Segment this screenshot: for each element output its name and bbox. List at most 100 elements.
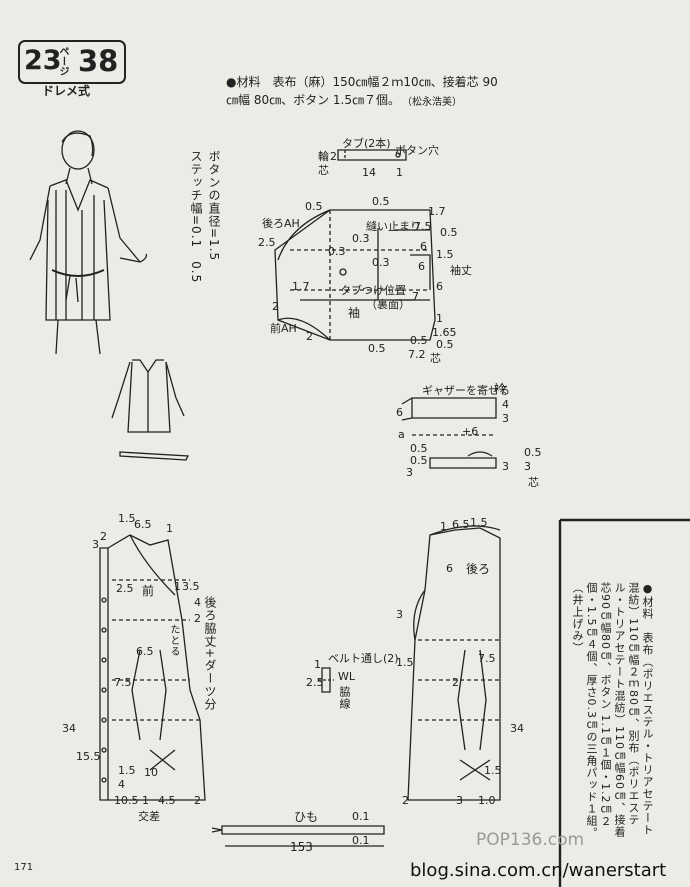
page-badge: 23 ページ 38 (18, 40, 126, 84)
materials-line1: ●材料 表布（麻）150㎝幅２ｍ10㎝、接着芯 90 (226, 75, 498, 89)
front-dim-15: 10 (144, 766, 158, 779)
tab-shin: 芯 (318, 164, 329, 177)
collar-dim-5: 0.5 (410, 442, 428, 455)
model-illustration (29, 130, 148, 355)
back-dim-3: 6 (446, 562, 453, 575)
sleeve-dim-22: 0.5 (436, 338, 454, 351)
back-dim-7: 2 (452, 676, 459, 689)
sleeve-dim-0: 0.5 (305, 200, 323, 213)
tab-dim-1: 1 (396, 166, 403, 179)
sleeve-dim-18: 0.5 (368, 342, 386, 355)
collar-dim-7: 0.5 (524, 446, 542, 459)
front-dim-18: 4.5 (158, 794, 176, 807)
back-dim-10: 2 (402, 794, 409, 807)
collar-dim-2: 6 (396, 406, 403, 419)
materials-line2: ㎝幅 80㎝、ボタン 1.5㎝７個。 (226, 93, 400, 107)
sleeve-dim-2: 1.7 (428, 205, 446, 218)
tab-wa: 輪 (318, 150, 329, 163)
front-dim-4: 2 (100, 530, 107, 543)
back-dim-4: 3 (396, 608, 403, 621)
style-name: ドレメ式 (42, 84, 91, 98)
collar-dim-0: 4 (502, 398, 509, 411)
collar-label: 衿 (494, 382, 507, 396)
tie-dim-01a: 0.1 (352, 810, 370, 823)
belt-loop-side-line: 脇線 (338, 686, 351, 710)
materials-author: （松永浩美） (402, 97, 462, 108)
sleeve-dim-11: 6 (418, 260, 425, 273)
pattern-number: 38 (78, 44, 119, 78)
sleeve-dim-20: 7.2 (408, 348, 426, 361)
back-dim-12: 1.0 (478, 794, 496, 807)
front-dim-7: 3.5 (182, 580, 200, 593)
tab-dim-14: 14 (362, 166, 376, 179)
front-dim-16: 10.5 (114, 794, 139, 807)
front-side-note: 後ろ脇丈+ダーツ分 (203, 596, 217, 712)
stitch-width-note: ステッチ幅=0.1 0.5 (189, 150, 203, 284)
sleeve-dim-9: 6 (420, 240, 427, 253)
collar-dim-8: 3 (406, 466, 413, 479)
front-dim-1: 6.5 (134, 518, 152, 531)
sleeve-shin: 芯 (430, 352, 441, 365)
sleeve-dim-7: 0.3 (328, 245, 346, 258)
sleeve-dim-4: 7.5 (414, 220, 432, 233)
sleeve-tab-position: タブつけ位置 (340, 284, 406, 297)
tab-title: タブ(2本) (342, 137, 391, 150)
sleeve-dim-14: 7 (412, 290, 419, 303)
front-dim-13: 15.5 (76, 750, 101, 763)
sleeve-dim-12: 1.7 (292, 280, 310, 293)
sleeve-dim-8: 0.3 (372, 256, 390, 269)
front-dim-8: 4 (194, 596, 201, 609)
back-dim-9: 1.5 (484, 764, 502, 777)
sleeve-dim-6: 0.5 (440, 226, 458, 239)
sleeve-dim-15: 2 (272, 300, 279, 313)
front-label: 前 (142, 584, 155, 598)
back-dim-5: 1.5 (396, 656, 414, 669)
sleeve-back-ah: 後ろAH (262, 217, 300, 230)
collar-dim-1: 3 (502, 412, 509, 425)
front-dim-3: 3 (92, 538, 99, 551)
tie-dim-01b: 0.1 (352, 834, 370, 847)
belt-loop-wl: WL (338, 670, 356, 683)
collar-dim-10: 3 (524, 460, 531, 473)
sleeve-length: 袖丈 (450, 264, 472, 277)
back-dim-0: 1 (440, 520, 447, 533)
collar-dim-9: 3 (502, 460, 509, 473)
front-dim-9: 2 (194, 612, 201, 625)
front-dim-2: 1 (166, 522, 173, 535)
page-word: ページ (57, 46, 68, 76)
sleeve-pattern (274, 209, 436, 341)
materials-box-border (558, 518, 690, 887)
collar-shin: 芯 (528, 476, 539, 489)
footer-page-number: 171 (14, 862, 34, 873)
front-pattern (99, 534, 206, 801)
collar-dim-3: a (398, 428, 405, 441)
front-dim-19: 2 (194, 794, 201, 807)
front-cross: 交差 (138, 810, 160, 823)
materials-right: ●材料 表布（ポリエステル・トリアセテート混紡）110㎝幅２ｍ80㎝、別布（ポリ… (571, 582, 654, 839)
watermark: POP136.com (476, 830, 585, 850)
front-dim-11: 7.5 (114, 676, 132, 689)
front-darts: たとる (168, 624, 179, 657)
blog-url: blog.sina.com.cn/wanerstart (410, 860, 667, 881)
belt-loop-label: ベルト通し(2) (328, 652, 399, 665)
collar-dim-6: 0.5 (410, 454, 428, 467)
tab-buttonhole: ボタン穴 (395, 144, 439, 157)
tie-length: 153 (290, 840, 313, 854)
back-label: 後ろ (466, 562, 491, 576)
sleeve-dim-10: 1.5 (436, 248, 454, 261)
back-dim-2: 1.5 (470, 516, 488, 529)
belt-loop-dim-25: 2.5 (306, 676, 324, 689)
back-dim-11: 3 (456, 794, 463, 807)
sleeve-dim-16: 2 (306, 330, 313, 343)
button-diameter-note: ボタンの直径=1.5 (207, 150, 221, 262)
page-number: 23 (24, 45, 62, 76)
sleeve-dim-5: 2.5 (258, 236, 276, 249)
front-dim-17: 1 (142, 794, 149, 807)
tab-pattern (337, 149, 407, 161)
sleeve-front-ah: 前AH (270, 322, 297, 335)
front-dim-10: 6.5 (136, 645, 154, 658)
sleeve-dim-3: 0.3 (352, 232, 370, 245)
front-dim-5: 2.5 (116, 582, 134, 595)
